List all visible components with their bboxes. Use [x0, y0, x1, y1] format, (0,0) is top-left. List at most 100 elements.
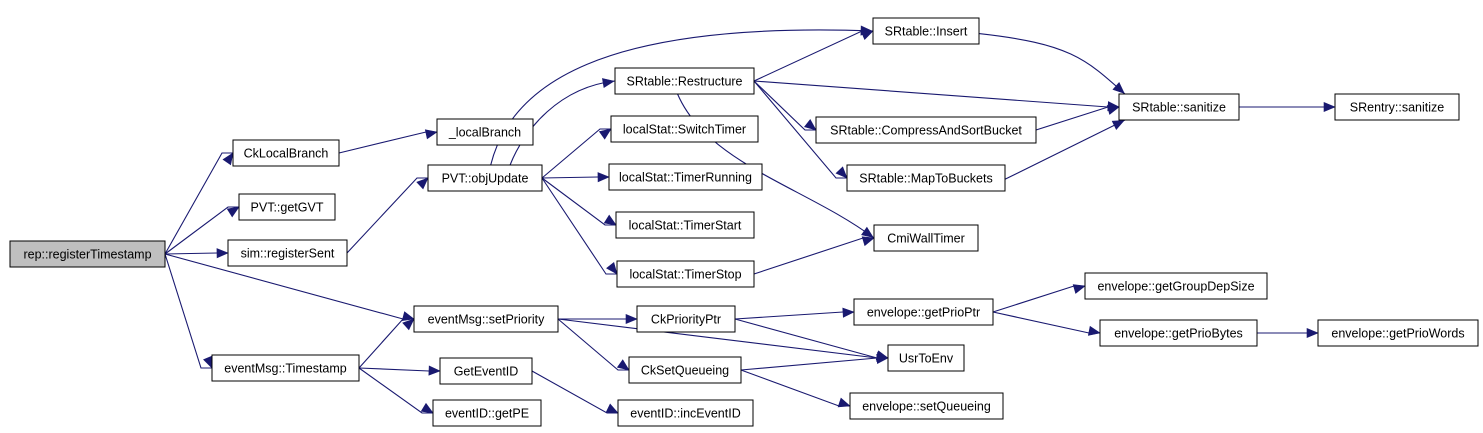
node-box[interactable]: [211, 354, 360, 382]
node-box[interactable]: [815, 116, 1037, 144]
graph-node-envelope_getPrioPtr[interactable]: envelope::getPrioPtr: [853, 298, 994, 326]
graph-node-envelope_setQueueing[interactable]: envelope::setQueueing: [849, 392, 1004, 420]
edge-arrowhead: [1306, 327, 1319, 339]
node-label: localStat::SwitchTimer: [623, 122, 746, 136]
graph-node-CmiWallTimer[interactable]: CmiWallTimer: [873, 224, 979, 252]
call-edge: [1004, 119, 1126, 180]
graph-node-PVT_getGVT[interactable]: PVT::getGVT: [238, 193, 336, 221]
graph-node-envelope_getPrioWords[interactable]: envelope::getPrioWords: [1317, 319, 1479, 347]
call-edge: [541, 128, 611, 179]
graph-node-UsrToEnv[interactable]: UsrToEnv: [887, 344, 965, 372]
graph-node-eventMsg_setPriority[interactable]: eventMsg::setPriority: [413, 305, 559, 333]
node-box[interactable]: [238, 193, 336, 221]
edge-arrowhead: [1106, 105, 1120, 115]
node-box[interactable]: [1118, 93, 1240, 121]
edge-arrowhead: [222, 152, 234, 166]
node-box[interactable]: [853, 298, 994, 326]
node-box[interactable]: [872, 17, 980, 45]
node-box[interactable]: [1334, 93, 1460, 121]
graph-node-localStat_TimerRunning[interactable]: localStat::TimerRunning: [608, 163, 763, 191]
call-edge: [164, 152, 233, 255]
node-label: SRentry::sanitize: [1350, 100, 1445, 114]
node-box[interactable]: [427, 164, 543, 192]
edge-arrowhead: [861, 236, 875, 247]
graph-node-eventID_getPE[interactable]: eventID::getPE: [432, 399, 542, 427]
graph-node-SRtable_CompressAndSortBucket[interactable]: SRtable::CompressAndSortBucket: [815, 116, 1037, 144]
graph-node-eventID_incEventID[interactable]: eventID::incEventID: [617, 399, 754, 427]
node-box[interactable]: [1084, 272, 1268, 300]
edge-arrowhead: [597, 172, 610, 183]
edge-arrowhead: [625, 313, 638, 325]
node-box[interactable]: [616, 260, 755, 288]
node-label: PVT::objUpdate: [442, 171, 529, 185]
node-box[interactable]: [628, 356, 742, 384]
node-box[interactable]: [887, 344, 965, 372]
call-edge: [358, 367, 433, 414]
node-label: UsrToEnv: [899, 351, 954, 365]
graph-node-CkLocalBranch[interactable]: CkLocalBranch: [232, 139, 340, 167]
call-edge: [734, 311, 854, 320]
node-label: GetEventID: [454, 364, 519, 378]
call-edge: [753, 80, 816, 131]
graph-node-localStat_TimerStart[interactable]: localStat::TimerStart: [615, 211, 755, 239]
graph-node-envelope_getGroupDepSize[interactable]: envelope::getGroupDepSize: [1084, 272, 1268, 300]
edge-arrowhead: [402, 318, 415, 331]
call-edge: [346, 177, 428, 254]
call-edge: [740, 357, 888, 371]
call-edge: [992, 311, 1100, 334]
edge-arrowhead: [1112, 82, 1125, 94]
node-label: SRtable::sanitize: [1132, 100, 1226, 114]
node-box[interactable]: [615, 211, 755, 239]
node-box[interactable]: [608, 163, 763, 191]
edge-arrowhead: [860, 30, 874, 41]
graph-node-CkSetQueueing[interactable]: CkSetQueueing: [628, 356, 742, 384]
graph-node-SRtable_Insert[interactable]: SRtable::Insert: [872, 17, 980, 45]
call-edge: [509, 80, 616, 166]
graph-node-localStat_SwitchTimer[interactable]: localStat::SwitchTimer: [610, 115, 759, 143]
node-label: eventID::incEventID: [630, 406, 740, 420]
graph-node-rep_registerTimestamp[interactable]: rep::registerTimestamp: [9, 240, 166, 268]
graph-node-GetEventID[interactable]: GetEventID: [439, 357, 533, 385]
graph-node-PVT_objUpdate[interactable]: PVT::objUpdate: [427, 164, 543, 192]
node-box[interactable]: [636, 305, 736, 333]
node-box[interactable]: [1317, 319, 1479, 347]
node-box[interactable]: [227, 239, 348, 267]
call-edge: [541, 177, 617, 275]
node-box[interactable]: [432, 399, 542, 427]
graph-node-SRentry_sanitize[interactable]: SRentry::sanitize: [1334, 93, 1460, 121]
call-edge: [531, 370, 618, 414]
edge-arrowhead: [606, 261, 618, 275]
graph-node-localStat_TimerStop[interactable]: localStat::TimerStop: [616, 260, 755, 288]
node-box[interactable]: [610, 115, 759, 143]
edge-arrowhead: [837, 397, 851, 408]
node-box[interactable]: [436, 118, 534, 146]
node-box[interactable]: [413, 305, 559, 333]
graph-node-eventMsg_Timestamp[interactable]: eventMsg::Timestamp: [211, 354, 360, 382]
graph-node-_localBranch[interactable]: _localBranch: [436, 118, 534, 146]
node-box[interactable]: [1099, 319, 1258, 347]
node-label: SRtable::Insert: [885, 24, 968, 38]
graph-node-sim_registerSent[interactable]: sim::registerSent: [227, 239, 348, 267]
edge-arrowhead: [835, 166, 848, 179]
call-edge: [978, 33, 1126, 95]
graph-node-envelope_getPrioBytes[interactable]: envelope::getPrioBytes: [1099, 319, 1258, 347]
node-box[interactable]: [846, 164, 1006, 192]
node-box[interactable]: [873, 224, 979, 252]
graph-node-SRtable_sanitize[interactable]: SRtable::sanitize: [1118, 93, 1240, 121]
graph-node-SRtable_MapToBuckets[interactable]: SRtable::MapToBuckets: [846, 164, 1006, 192]
graph-node-SRtable_Restructure[interactable]: SRtable::Restructure: [614, 67, 755, 95]
call-edge: [338, 131, 437, 154]
node-box[interactable]: [617, 399, 754, 427]
node-label: SRtable::MapToBuckets: [859, 171, 992, 185]
node-box[interactable]: [614, 67, 755, 95]
node-box[interactable]: [9, 240, 166, 268]
edge-arrowhead: [861, 226, 874, 238]
edge-arrowhead: [842, 307, 855, 318]
node-box[interactable]: [849, 392, 1004, 420]
graph-node-CkPriorityPtr[interactable]: CkPriorityPtr: [636, 305, 736, 333]
node-box[interactable]: [439, 357, 533, 385]
edge-arrowhead: [603, 214, 617, 226]
node-box[interactable]: [232, 139, 340, 167]
node-layer: rep::registerTimestamp CkLocalBranchPVT::…: [9, 17, 1479, 427]
